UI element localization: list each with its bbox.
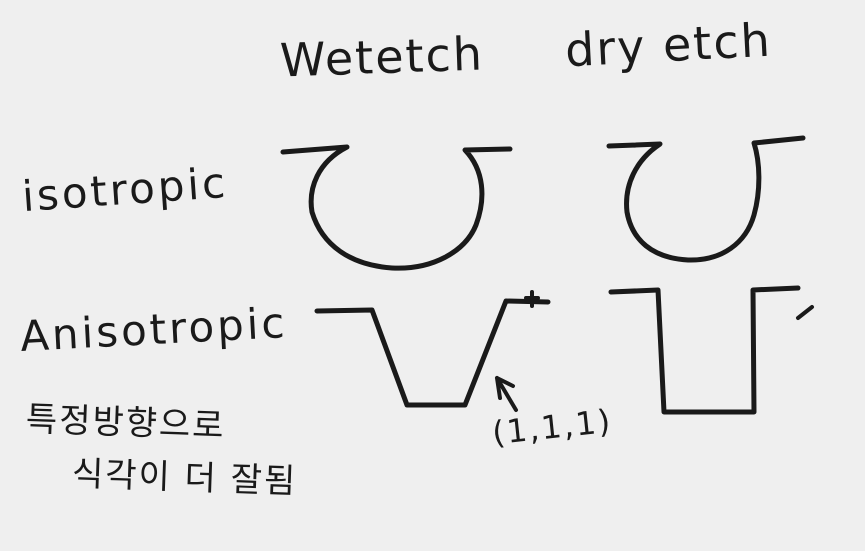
wet-isotropic-profile <box>280 144 513 271</box>
arrow-to-sidewall <box>495 376 518 412</box>
wet-anisotropic-tick-mark <box>524 290 540 308</box>
dry-anisotropic-stroke-mark <box>796 305 814 320</box>
dry-anisotropic-profile <box>608 285 801 415</box>
wet-anisotropic-profile <box>314 298 551 408</box>
dry-isotropic-profile <box>606 135 806 263</box>
